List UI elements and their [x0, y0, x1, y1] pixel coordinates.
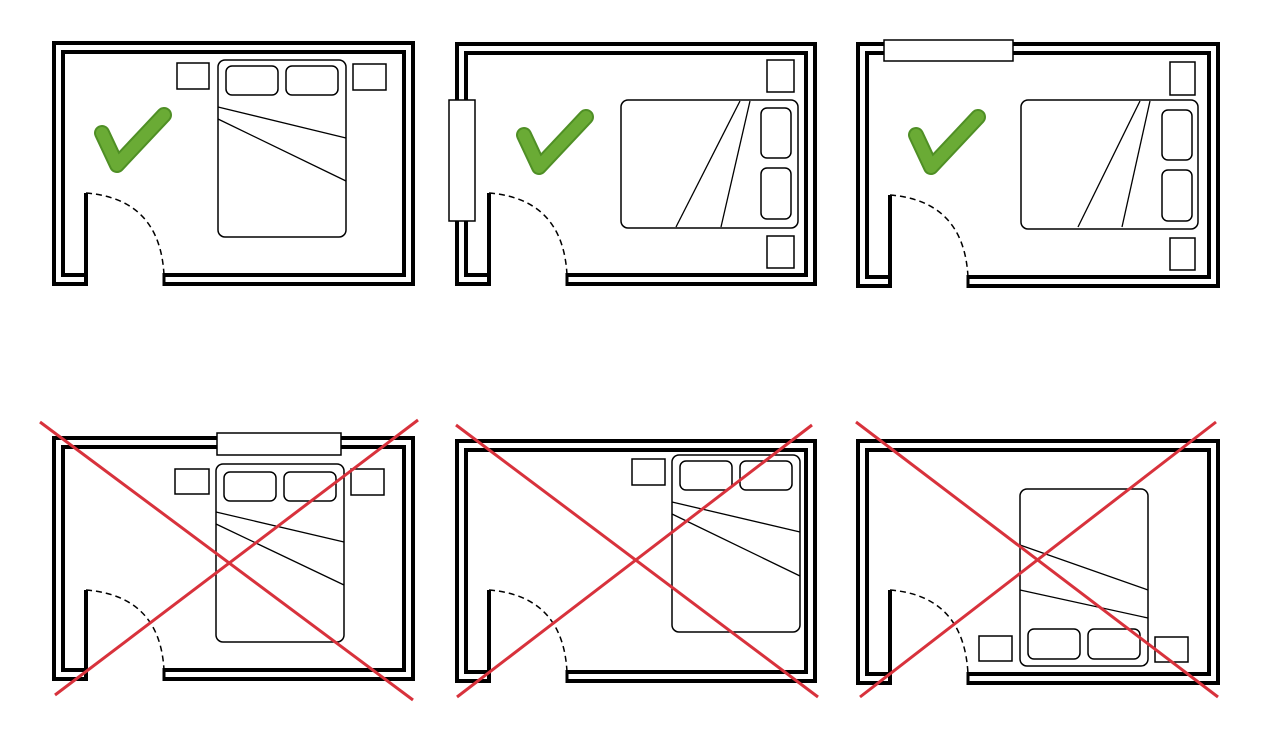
blanket-fold-line — [217, 106, 347, 139]
blanket-fold-line — [671, 501, 801, 533]
checkmark-icon — [96, 109, 170, 171]
blanket-fold-line — [671, 513, 801, 577]
inner-wall — [865, 51, 1211, 279]
blanket-fold-line — [1019, 589, 1149, 619]
bed — [217, 59, 347, 238]
blanket-fold-line — [720, 100, 751, 228]
outer-wall — [455, 439, 817, 683]
nightstand — [766, 59, 795, 93]
checkmark-icon — [910, 111, 984, 173]
door-swing-arc — [889, 194, 969, 278]
blanket-fold-line — [217, 118, 347, 182]
nightstand — [352, 63, 387, 91]
window — [883, 39, 1014, 62]
pillow — [225, 65, 279, 96]
cross-stroke — [859, 420, 1217, 699]
pillow — [760, 107, 792, 159]
bed — [671, 454, 801, 633]
pillow — [1161, 109, 1193, 161]
nightstand — [176, 62, 210, 90]
nightstand — [1154, 636, 1189, 663]
outer-wall — [52, 41, 415, 286]
pillow — [760, 167, 792, 220]
pillow — [1161, 169, 1193, 222]
door-swing-arc — [488, 192, 568, 276]
window — [448, 99, 476, 222]
bed — [1020, 99, 1199, 230]
inner-wall — [61, 50, 406, 277]
cross-icon — [855, 420, 1219, 699]
pillow — [1027, 628, 1081, 660]
outer-wall — [856, 42, 1220, 288]
inner-wall — [464, 448, 808, 674]
cross-stroke — [456, 423, 813, 699]
blanket-fold-line — [215, 511, 345, 543]
cross-icon — [39, 418, 419, 702]
blanket-fold-line — [1077, 100, 1141, 228]
room-panel-incorrect — [455, 423, 819, 699]
door-swing-arc — [85, 192, 165, 276]
blanket-fold-line — [215, 523, 345, 586]
room-panel-correct — [52, 41, 415, 286]
blanket-fold-line — [675, 100, 741, 228]
pillow — [679, 460, 733, 491]
pillow — [223, 471, 277, 502]
room-panel-correct — [856, 39, 1220, 288]
window — [216, 432, 342, 456]
outer-wall — [455, 42, 817, 286]
blanket-fold-line — [1121, 100, 1151, 228]
bed — [620, 99, 799, 229]
door-swing-arc — [488, 589, 568, 673]
outer-wall — [856, 439, 1220, 685]
inner-wall — [464, 51, 808, 277]
checkmark-icon — [518, 111, 592, 173]
cross-stroke — [39, 420, 414, 702]
nightstand — [978, 635, 1013, 662]
cross-stroke — [455, 423, 819, 699]
room-panel-incorrect — [855, 420, 1220, 699]
pillow — [1087, 628, 1141, 660]
nightstand — [1169, 61, 1196, 96]
bed — [1019, 488, 1149, 667]
door-swing-arc — [889, 589, 969, 675]
nightstand — [350, 468, 385, 496]
pillow — [285, 65, 339, 96]
cross-icon — [455, 423, 819, 699]
room-panel-correct — [448, 42, 817, 286]
door-swing-arc — [85, 589, 165, 671]
nightstand — [174, 468, 210, 495]
blanket-fold-line — [1019, 544, 1149, 591]
room-panel-incorrect — [39, 418, 419, 702]
nightstand — [631, 458, 666, 486]
nightstand — [766, 235, 795, 269]
inner-wall — [865, 448, 1211, 676]
cross-stroke — [54, 418, 419, 697]
nightstand — [1169, 237, 1196, 271]
